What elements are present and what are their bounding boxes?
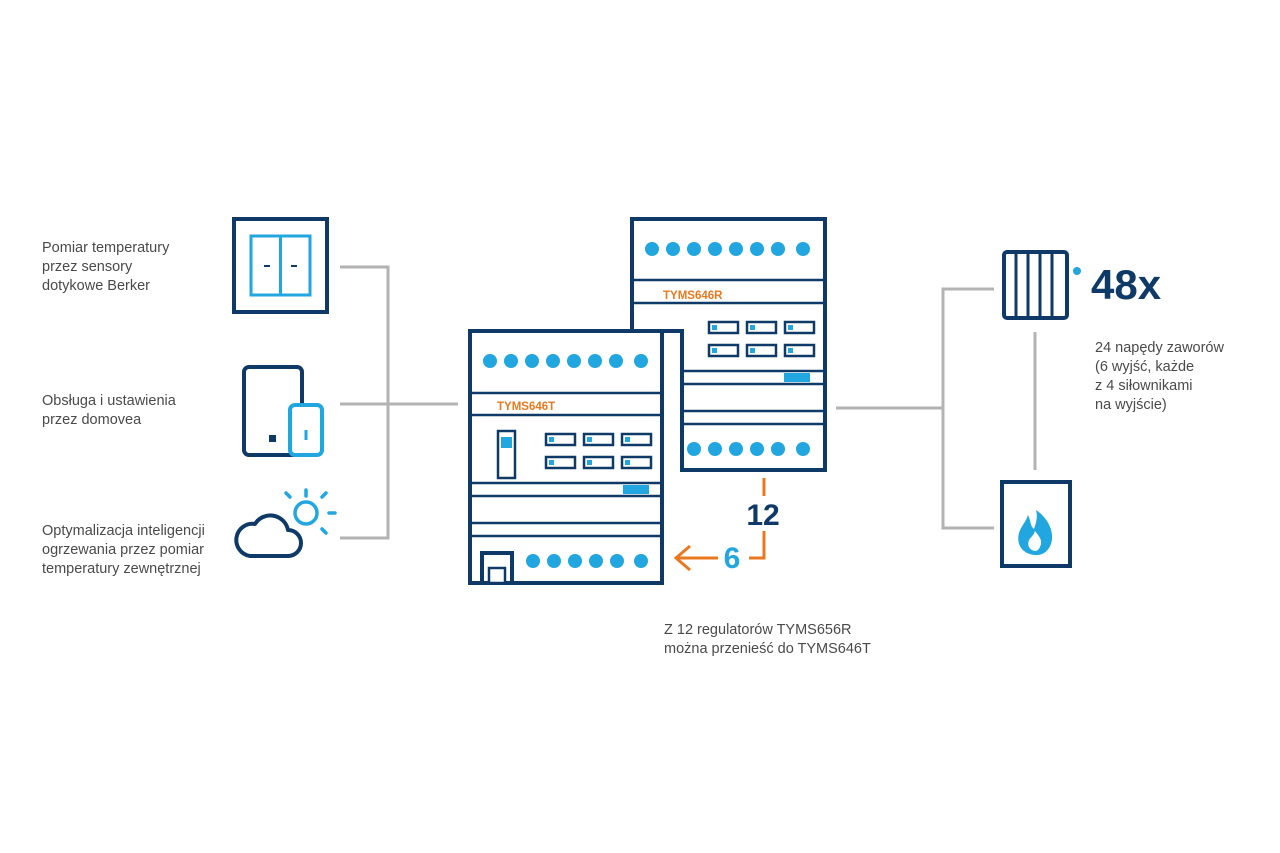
domovea-label: Obsługa i ustawienia przez domovea xyxy=(42,393,176,428)
tyms646t-model: TYMS646T xyxy=(497,401,555,413)
weather-icon xyxy=(234,488,337,558)
regulators-count: 12 xyxy=(746,499,779,532)
radiator-icon xyxy=(1002,250,1081,320)
tyms646t-top-terminals xyxy=(483,354,648,368)
transferred-count: 6 xyxy=(724,542,741,575)
tyms646t-bottom-terminals xyxy=(526,554,648,568)
switch-icon xyxy=(232,217,329,314)
device-tyms646t: TYMS646T xyxy=(468,329,664,585)
tyms646r-top-terminals xyxy=(645,242,810,256)
flame-icon xyxy=(1000,480,1072,568)
valves-label: 24 napędy zaworów (6 wyjść, każde z 4 si… xyxy=(1095,340,1224,413)
sensor-label: Pomiar temperatury przez sensory dotykow… xyxy=(42,240,170,294)
tyms646r-leds xyxy=(707,320,816,358)
right-connectors xyxy=(836,287,1037,530)
tyms646r-model: TYMS646R xyxy=(663,290,723,302)
device-tyms646r: TYMS646R xyxy=(630,217,827,472)
tablet-phone-icon xyxy=(242,365,324,457)
tyms646r-bottom-terminals xyxy=(687,442,810,456)
transfer-label: Z 12 regulatorów TYMS656R można przenieś… xyxy=(664,622,871,657)
tyms646t-leds xyxy=(544,432,653,470)
weather-label: Optymalizacja inteligencji ogrzewania pr… xyxy=(42,523,205,577)
left-connectors xyxy=(340,265,458,540)
radiator-count: 48x xyxy=(1091,261,1162,308)
transfer-arrow xyxy=(673,478,766,572)
